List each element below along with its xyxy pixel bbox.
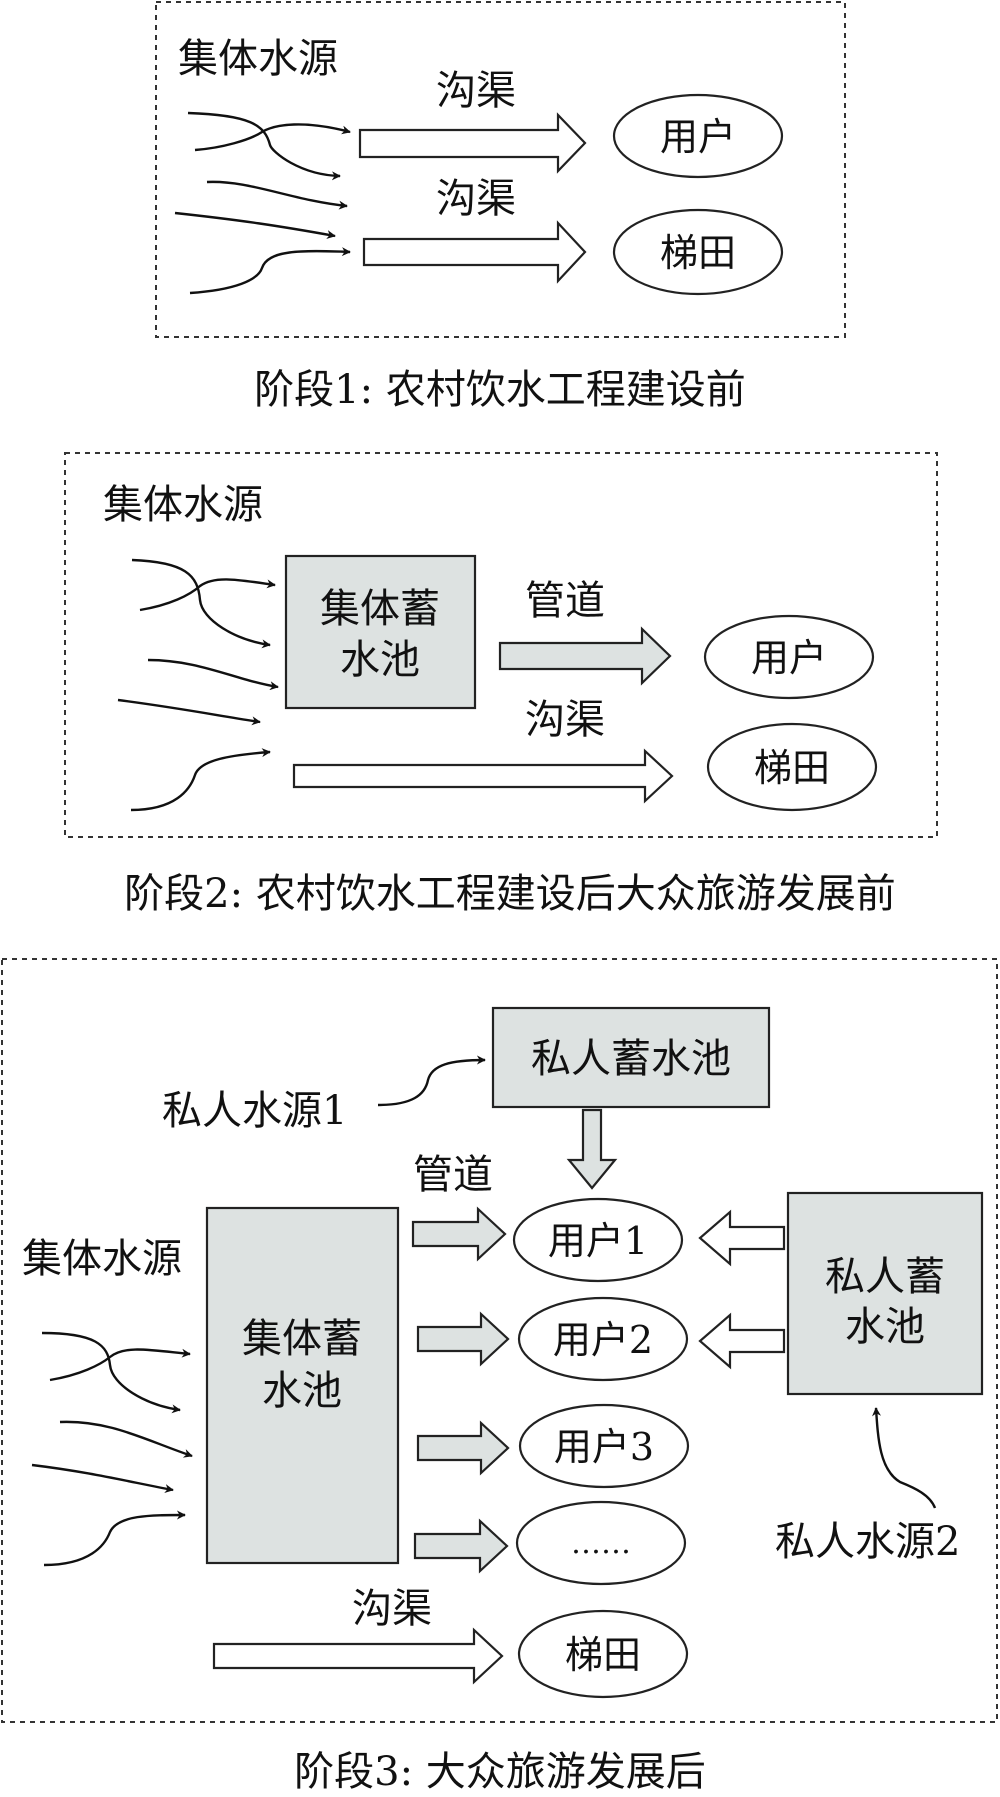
stage1-stream-2 <box>194 123 351 152</box>
stage2-collective-reservoir-line2: 水池 <box>340 637 420 683</box>
stage3-caption: 阶段3: 大众旅游发展后 <box>294 1749 706 1795</box>
stage1-ditch-arrow-top <box>358 112 587 174</box>
stage2-pipe-label: 管道 <box>525 578 605 624</box>
stage3-collective-source-label: 集体水源 <box>22 1236 182 1282</box>
stage1-caption: 阶段1: 农村饮水工程建设前 <box>254 367 746 413</box>
stage3-stream-3 <box>59 1420 193 1458</box>
stage3-user-3-label: 用户3 <box>554 1425 654 1469</box>
stage3-user-1-node <box>512 1197 684 1283</box>
stage3-private-reservoir-right-line1: 私人蓄 <box>825 1254 945 1300</box>
stage2-user-label: 用户 <box>751 636 827 680</box>
stage2-collective-reservoir <box>284 554 477 710</box>
stage2-pipe-arrow <box>498 626 672 686</box>
stage3-more-users-node <box>515 1500 687 1586</box>
stage2-collective-reservoir-line1: 集体蓄 <box>320 586 440 632</box>
stage1-ditch-label-bottom: 沟渠 <box>436 176 516 222</box>
stage2-panel: 集体水源 集体蓄 水池 管道 沟渠 用户 梯田 阶段2: 农村饮水工程建设后大众… <box>64 452 938 917</box>
stage3-source-streams <box>31 1331 193 1567</box>
stage3-terrace-label: 梯田 <box>565 1633 641 1677</box>
stage2-terrace-node <box>706 722 878 812</box>
stage2-stream-4 <box>117 698 261 726</box>
stage3-private-source-2-label: 私人水源2 <box>775 1519 960 1565</box>
stage1-collective-source-label: 集体水源 <box>178 36 338 82</box>
stage1-user-label: 用户 <box>660 115 736 159</box>
stage1-panel: 集体水源 沟渠 沟渠 用户 梯田 阶段1: 农村饮水工程建设前 <box>155 1 846 413</box>
stage3-collective-reservoir-line1: 集体蓄 <box>242 1316 362 1362</box>
stage2-ditch-label: 沟渠 <box>525 697 605 743</box>
stage1-terrace-node <box>612 208 784 296</box>
stage3-stream-2 <box>49 1348 191 1382</box>
stage3-pipe-arrow-2 <box>416 1311 510 1367</box>
stage3-stream-4 <box>31 1463 174 1493</box>
stage3-pipe-arrow-3 <box>416 1420 510 1476</box>
stage2-stream-2 <box>139 578 276 612</box>
stage3-more-users-label: …… <box>571 1526 631 1561</box>
stage1-frame <box>155 1 846 338</box>
stage2-collective-source-label: 集体水源 <box>103 482 263 528</box>
stage1-ditch-label-top: 沟渠 <box>436 68 516 114</box>
stage3-user-2-label: 用户2 <box>553 1318 653 1362</box>
stage3-user-2-node <box>517 1296 689 1382</box>
stage3-private-reservoir-top <box>491 1006 771 1109</box>
stage2-stream-3 <box>147 658 279 691</box>
stage3-ditch-arrow <box>212 1627 504 1685</box>
stage3-stream-1 <box>41 1331 181 1414</box>
stage1-stream-3 <box>206 180 348 210</box>
stage3-private-source-2-stream <box>872 1407 937 1509</box>
stage3-pipe-arrow-1 <box>411 1206 507 1262</box>
stage3-private-source-1-label: 私人水源1 <box>162 1088 347 1134</box>
stage3-private-reservoir-right <box>786 1191 984 1396</box>
stage3-ditch-label: 沟渠 <box>352 1586 432 1632</box>
stage2-frame <box>64 452 938 838</box>
stage2-caption: 阶段2: 农村饮水工程建设后大众旅游发展前 <box>124 871 896 917</box>
stage3-collective-reservoir <box>205 1206 400 1565</box>
stage2-stream-1 <box>131 558 271 649</box>
stage3-pipe-arrow-4 <box>413 1518 509 1574</box>
stage3-private-right-arrow-1 <box>698 1209 786 1267</box>
stage3-private-reservoir-top-label: 私人蓄水池 <box>531 1036 731 1082</box>
stage3-stream-5 <box>43 1510 186 1567</box>
stage2-stream-5 <box>130 748 271 812</box>
stage2-source-streams <box>117 558 279 812</box>
stage3-private-top-down-arrow <box>566 1108 618 1190</box>
stage1-stream-1 <box>187 111 341 181</box>
stage1-stream-5 <box>189 247 351 295</box>
stage3-private-source-1-stream <box>377 1055 486 1107</box>
stage1-user-node <box>612 93 784 179</box>
stage1-source-streams <box>174 111 351 295</box>
stage2-user-node <box>703 614 875 700</box>
stage3-frame <box>1 958 998 1723</box>
stage2-terrace-label: 梯田 <box>754 746 830 790</box>
stage2-ditch-arrow <box>292 748 674 804</box>
stage3-private-right-arrow-2 <box>698 1312 786 1370</box>
stage1-ditch-arrow-bottom <box>362 220 587 284</box>
stage3-terrace-node <box>517 1609 689 1699</box>
stage3-panel: 私人蓄水池 私人水源1 集体水源 集体蓄 水池 管道 用户1 用户2 用户3 <box>1 958 998 1795</box>
stage3-user-1-label: 用户1 <box>548 1219 648 1263</box>
stage1-terrace-label: 梯田 <box>660 231 736 275</box>
stage3-private-reservoir-right-line2: 水池 <box>845 1304 925 1350</box>
stage3-collective-reservoir-line2: 水池 <box>262 1368 342 1414</box>
stage3-pipe-label: 管道 <box>413 1152 493 1198</box>
stage3-user-3-node <box>518 1403 690 1489</box>
stage1-stream-4 <box>174 211 336 239</box>
